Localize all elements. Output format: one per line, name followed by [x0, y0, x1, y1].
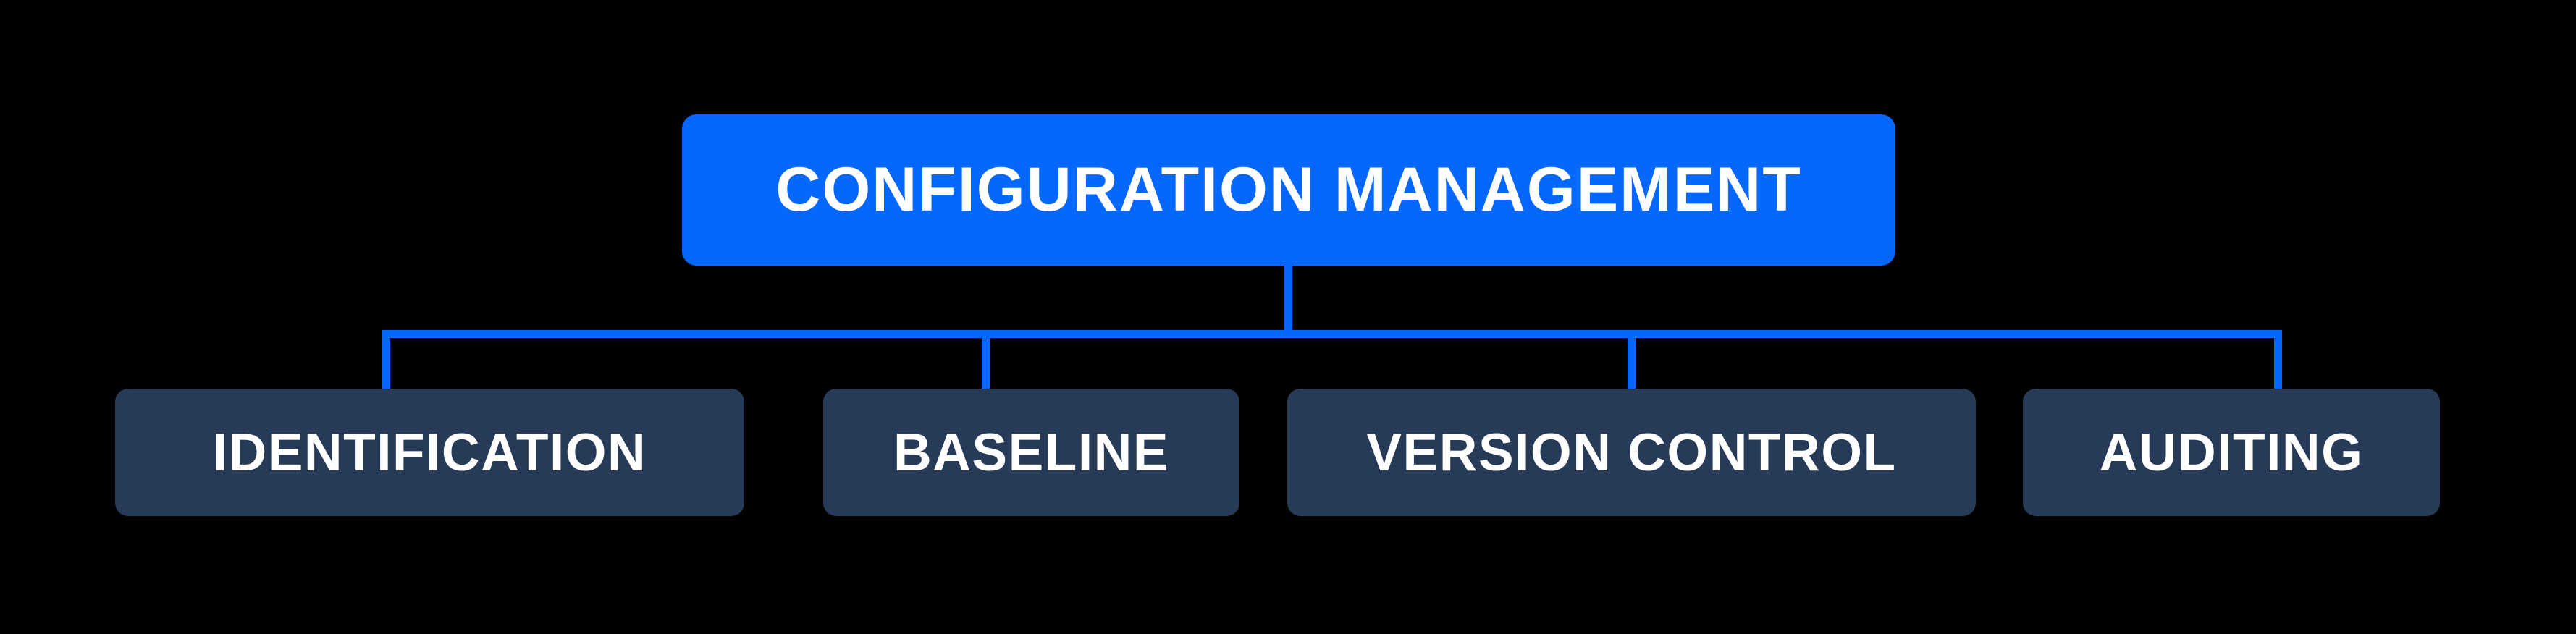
root-node-label: CONFIGURATION MANAGEMENT	[775, 155, 1802, 224]
child-node-label: VERSION CONTROL	[1366, 423, 1897, 482]
connector-stem	[1284, 266, 1292, 338]
connector-drop-version-control	[1628, 330, 1636, 389]
connector-drop-baseline	[982, 330, 990, 389]
connector-bus	[382, 330, 2282, 338]
child-node-identification: IDENTIFICATION	[115, 389, 744, 516]
root-node-configuration-management: CONFIGURATION MANAGEMENT	[682, 114, 1895, 266]
child-node-baseline: BASELINE	[823, 389, 1239, 516]
child-node-label: AUDITING	[2099, 423, 2364, 482]
child-node-label: BASELINE	[893, 423, 1170, 482]
connector-drop-auditing	[2274, 330, 2282, 389]
child-node-version-control: VERSION CONTROL	[1287, 389, 1976, 516]
child-node-label: IDENTIFICATION	[212, 423, 647, 482]
connector-drop-identification	[382, 330, 390, 389]
child-node-auditing: AUDITING	[2023, 389, 2440, 516]
